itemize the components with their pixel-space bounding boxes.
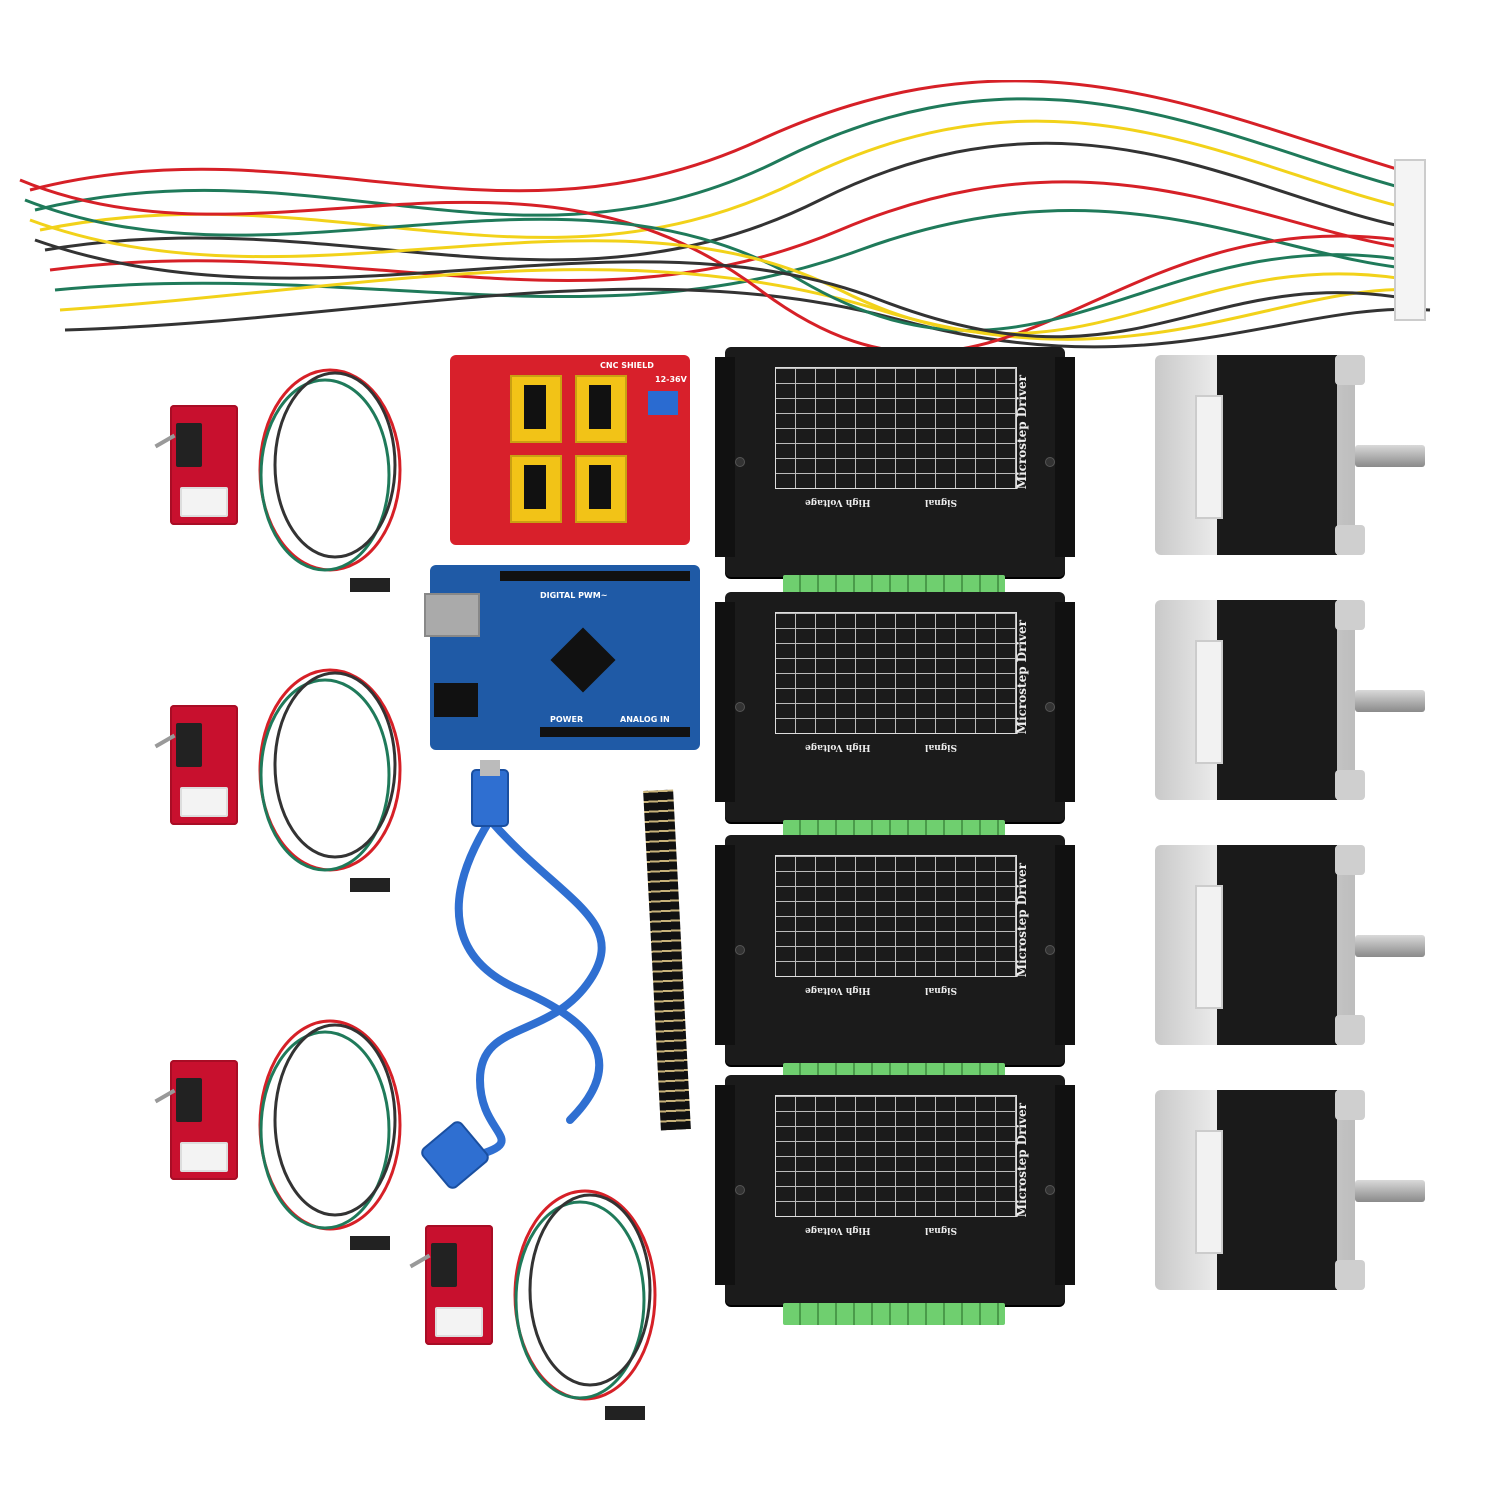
- motor-shaft: [1355, 690, 1425, 712]
- driver-table: [775, 367, 1017, 489]
- usb-port: [424, 593, 480, 637]
- motor-shaft: [1355, 1180, 1425, 1202]
- driver-table: [775, 855, 1017, 977]
- motor-connector: [1195, 395, 1223, 519]
- limit-switch-1: [154, 405, 238, 525]
- driver-title: Microstep Driver: [1015, 620, 1029, 735]
- dc-jack: [434, 683, 478, 717]
- stepper-driver-1: Microstep Driver High Voltage Signal: [715, 347, 1075, 597]
- stepper-motor-4: [1155, 1090, 1425, 1290]
- power-terminal: [648, 391, 678, 415]
- stepper-driver-4: Microstep Driver High Voltage Signal: [715, 1075, 1075, 1325]
- driver-table: [775, 612, 1017, 734]
- motor-connector: [1195, 640, 1223, 764]
- limit-switch-2: [154, 705, 238, 825]
- stepper-motor-3: [1155, 845, 1425, 1045]
- driver-table: [775, 1095, 1017, 1217]
- driver-title: Microstep Driver: [1015, 1103, 1029, 1218]
- terminal-block: [783, 575, 1005, 597]
- stepper-motor-1: [1155, 355, 1425, 555]
- cnc-shield-board: CNC SHIELD 12-36V: [450, 355, 690, 545]
- power-label: POWER: [550, 715, 584, 724]
- cable-coil-3: [258, 1019, 402, 1250]
- digital-label: DIGITAL PWM~: [540, 591, 608, 600]
- cable-coil-4: [513, 1189, 657, 1420]
- microcontroller-chip: [550, 627, 616, 693]
- cnc-shield-voltage: 12-36V: [655, 375, 687, 384]
- high-voltage-label: High Voltage: [805, 742, 871, 752]
- wire-connector: [1394, 159, 1426, 321]
- signal-label: Signal: [925, 742, 958, 752]
- stepper-driver-3: Microstep Driver High Voltage Signal: [715, 835, 1075, 1085]
- motor-shaft: [1355, 935, 1425, 957]
- cnc-shield-label: CNC SHIELD: [600, 361, 654, 370]
- usb-a-plug: [471, 769, 509, 827]
- cable-coil-1: [258, 368, 402, 592]
- high-voltage-label: High Voltage: [805, 497, 871, 507]
- usb-b-plug: [421, 1121, 489, 1189]
- analog-label: ANALOG IN: [620, 715, 670, 724]
- driver-title: Microstep Driver: [1015, 375, 1029, 490]
- signal-label: Signal: [925, 1225, 958, 1235]
- driver-title: Microstep Driver: [1015, 863, 1029, 978]
- digital-header: [500, 571, 690, 581]
- cable-coil-2: [258, 668, 402, 892]
- limit-switch-4: [409, 1225, 493, 1345]
- analog-header: [540, 727, 690, 737]
- stepper-driver-2: Microstep Driver High Voltage Signal: [715, 592, 1075, 842]
- pin-header-strip: [643, 789, 691, 1131]
- motor-shaft: [1355, 445, 1425, 467]
- signal-label: Signal: [925, 985, 958, 995]
- motor-connector: [1195, 885, 1223, 1009]
- terminal-block: [783, 1303, 1005, 1325]
- wire-bundle: [19, 80, 1431, 350]
- arduino-board: DIGITAL PWM~ POWER ANALOG IN: [424, 565, 700, 750]
- usb-cable: [421, 760, 606, 1189]
- signal-label: Signal: [925, 497, 958, 507]
- high-voltage-label: High Voltage: [805, 985, 871, 995]
- stepper-motor-2: [1155, 600, 1425, 800]
- limit-switch-3: [154, 1060, 238, 1180]
- motor-connector: [1195, 1130, 1223, 1254]
- high-voltage-label: High Voltage: [805, 1225, 871, 1235]
